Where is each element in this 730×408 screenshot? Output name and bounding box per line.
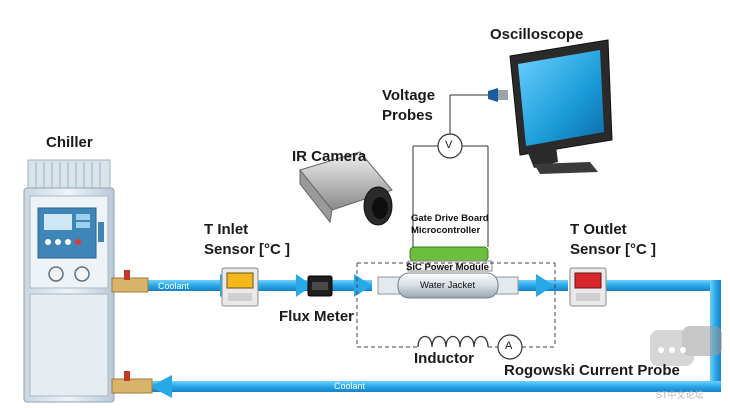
label-sic-power-module: SiC Power Module [406, 262, 489, 273]
coolant-pipe-top-1 [143, 280, 223, 291]
label-chiller: Chiller [46, 134, 93, 151]
label-rogowski-current-probe: Rogowski Current Probe [504, 362, 680, 379]
label-t-outlet-sensor: T Outlet Sensor [°C ] [570, 221, 657, 258]
label-water-jacket: Water Jacket [420, 280, 476, 291]
inductor-symbol [417, 335, 489, 348]
label-inductor: Inductor [414, 350, 474, 367]
voltmeter-symbol [437, 133, 463, 159]
ammeter-symbol [497, 334, 523, 360]
label-coolant-top: Coolant [158, 281, 190, 291]
chiller-unit-icon [23, 159, 153, 403]
label-ir-camera: IR Camera [292, 148, 367, 165]
temperature-sensor-icon [569, 267, 607, 307]
coolant-pipe-top-2 [258, 280, 308, 291]
chat-bubble-icon [650, 326, 722, 366]
coolant-pipe-top-3 [332, 280, 372, 291]
label-oscilloscope: Oscilloscope [490, 26, 584, 43]
coolant-pipe-bottom [150, 381, 721, 392]
water-jacket [377, 272, 519, 299]
probe-connector [488, 88, 508, 102]
watermark-text: ST中文论坛 [656, 390, 704, 400]
flow-arrow [536, 274, 554, 297]
temperature-sensor-icon [221, 267, 259, 307]
flow-arrow [296, 274, 312, 297]
ir-camera-icon [299, 151, 393, 226]
ammeter-letter: A [505, 340, 513, 352]
label-voltage-probes: Voltage Probes [382, 87, 436, 124]
label-coolant-bottom: Coolant [334, 381, 366, 391]
voltmeter-letter: V [445, 139, 453, 151]
power-loop-wiring [356, 262, 556, 348]
label-gate-drive-board: Gate Drive Board Microcontroller [411, 213, 489, 236]
voltage-probe-wiring [412, 94, 490, 247]
flow-arrow [150, 375, 172, 398]
flow-meter-icon [307, 275, 333, 297]
monitor-icon [509, 39, 613, 174]
label-flux-meter: Flux Meter [279, 308, 355, 325]
label-t-inlet-sensor: T Inlet Sensor [°C ] [204, 221, 291, 258]
flow-arrow [354, 274, 372, 297]
gate-drive-board [407, 246, 493, 272]
coolant-pipe-top-5 [606, 280, 721, 291]
